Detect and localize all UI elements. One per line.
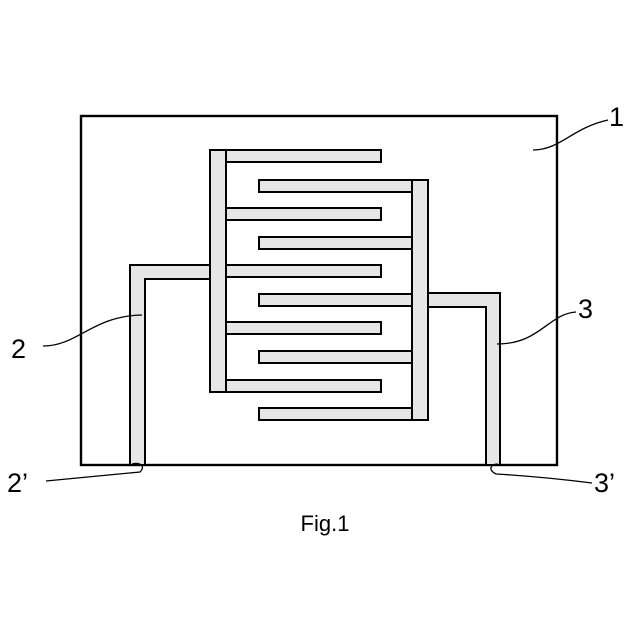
leader-line-3 (497, 312, 576, 344)
electrode-2-finger (226, 322, 381, 334)
label-electrode-2: 2 (11, 334, 26, 364)
label-terminal-3-prime: 3’ (594, 468, 615, 498)
electrode-2-finger (226, 265, 381, 277)
electrode-3-finger (259, 351, 412, 363)
figure-caption: Fig.1 (301, 511, 350, 536)
electrode-3-lead (420, 293, 500, 465)
electrode-3-finger (259, 294, 412, 306)
electrode-3-finger (259, 408, 412, 420)
electrode-2-finger (226, 380, 381, 392)
leader-line-1 (533, 120, 608, 150)
electrode-2-finger (226, 150, 381, 162)
electrode-3-spine (412, 180, 428, 420)
leader-line-3-prime (491, 464, 592, 483)
electrode-3-finger (259, 180, 412, 192)
electrode-2-finger (226, 208, 381, 220)
electrode-3-finger (259, 237, 412, 249)
label-terminal-2-prime: 2’ (7, 468, 28, 498)
label-substrate: 1 (609, 102, 624, 132)
electrode-2-spine (210, 150, 226, 392)
label-electrode-3: 3 (578, 294, 593, 324)
leader-line-2 (43, 315, 142, 346)
electrode-2-lead (130, 265, 218, 465)
